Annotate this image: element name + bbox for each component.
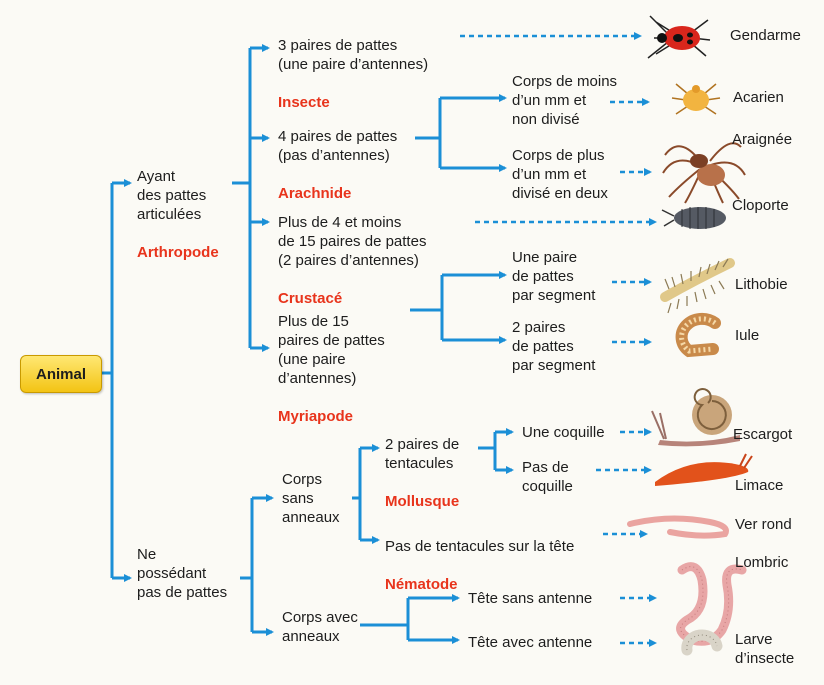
node-description: 4 paires de pattes (pas d’antennes)	[278, 128, 398, 164]
firebug-icon	[647, 15, 711, 59]
node-no-legs: Ne possédant pas de pattes	[137, 546, 228, 601]
node-mollusque: 2 paires de tentacules Mollusque	[385, 416, 459, 511]
mite-icon	[671, 83, 721, 115]
node-avec-anneaux: Corps avec anneaux	[282, 609, 358, 645]
node-crustace: Plus de 4 et moins de 15 paires de patte…	[278, 194, 426, 308]
node-nematode: Pas de tentacules sur la tête Nématode	[385, 518, 574, 594]
group-name: Crustacé	[278, 290, 343, 307]
node-arachnide: 4 paires de pattes (pas d’antennes) Arac…	[278, 108, 397, 203]
woodlouse-icon	[661, 207, 726, 229]
group-name: Arthropode	[137, 244, 219, 261]
node-pas-coquille: Pas de coquille	[522, 459, 573, 495]
animal-label-cloporte: Cloporte	[732, 197, 789, 214]
animal-label-larve: Larve d’insecte	[735, 631, 795, 667]
node-description: 2 paires de tentacules	[385, 436, 460, 472]
larva-icon	[681, 629, 723, 656]
animal-label-lombric: Lombric	[735, 554, 789, 571]
group-name: Mollusque	[385, 493, 460, 510]
node-myriapode-two: 2 paires de pattes par segment	[512, 319, 596, 374]
animal-label-araignee: Araignée	[732, 131, 793, 148]
earthworm-icon	[676, 562, 747, 646]
animal-label-limace: Limace	[735, 477, 784, 494]
centipede-icon	[660, 258, 735, 314]
animal-label-acarien: Acarien	[733, 89, 784, 106]
group-name: Arachnide	[278, 185, 352, 202]
group-name: Nématode	[385, 576, 458, 593]
spider-icon	[662, 142, 746, 204]
snail-icon	[651, 388, 740, 447]
node-description: Plus de 4 et moins de 15 paires de patte…	[278, 214, 427, 269]
node-description: Ayant des pattes articulées	[137, 168, 207, 223]
node-myriapode-one: Une paire de pattes par segment	[512, 249, 596, 304]
group-name: Insecte	[278, 94, 330, 111]
animal-label-iule: Iule	[735, 327, 760, 344]
node-coquille: Une coquille	[522, 424, 605, 441]
node-sans-anneaux: Corps sans anneaux	[282, 471, 340, 526]
animal-label-escargot: Escargot	[733, 426, 793, 443]
node-arthropode: Ayant des pattes articulées Arthropode	[137, 148, 219, 262]
node-description: Plus de 15 paires de pattes (une paire d…	[278, 313, 385, 387]
animal-label-lithobie: Lithobie	[735, 276, 788, 293]
node-insecte: 3 paires de pattes (une paire d’antennes…	[278, 17, 428, 112]
animal-label-gendarme: Gendarme	[730, 27, 801, 44]
roundworm-icon	[627, 515, 729, 539]
root-node: Animal	[20, 355, 102, 393]
node-arachnide-large: Corps de plus d’un mm et divisé en deux	[512, 147, 608, 202]
node-description: 3 paires de pattes (une paire d’antennes…	[278, 37, 429, 73]
node-myriapode: Plus de 15 paires de pattes (une paire d…	[278, 293, 385, 426]
millipede-icon	[675, 312, 721, 358]
node-arachnide-small: Corps de moins d’un mm et non divisé	[512, 73, 618, 128]
node-avec-antenne: Tête avec antenne	[468, 634, 593, 651]
group-name: Myriapode	[278, 408, 354, 425]
slug-icon	[655, 453, 753, 486]
node-description: Pas de tentacules sur la tête	[385, 538, 575, 555]
animal-label-ver-rond: Ver rond	[735, 516, 792, 533]
node-sans-antenne: Tête sans antenne	[468, 590, 593, 607]
